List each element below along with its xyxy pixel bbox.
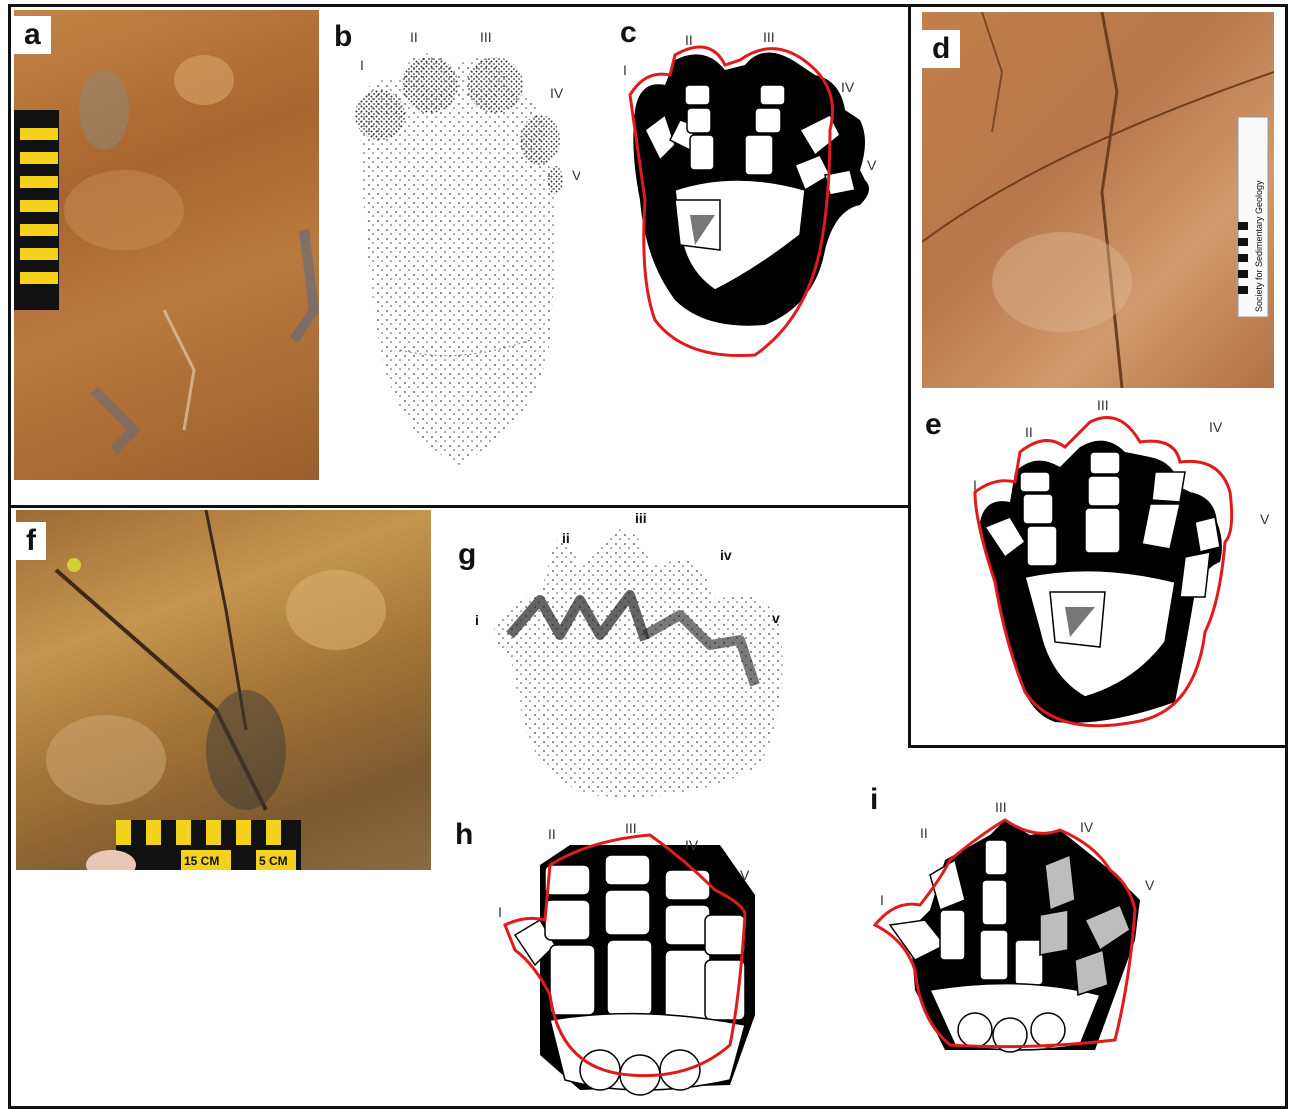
panel-g-digit-3: iii (635, 510, 647, 526)
panel-g-digit-1: i (475, 612, 479, 628)
panel-a-label: a (14, 16, 51, 54)
panel-b-digit-1: I (360, 57, 364, 73)
panel-d-label: d (922, 30, 960, 68)
panel-b-digit-3: III (480, 29, 492, 45)
panel-d-scale-text: Society for Sedimentary Geology (1254, 180, 1264, 312)
panel-e-digit-5: V (1260, 511, 1270, 527)
panel-c-digit-1: I (623, 62, 627, 78)
panel-e-label: e (925, 410, 942, 440)
panel-f-rock-texture: 15 CM 5 CM (16, 510, 431, 870)
panel-g-digit-4: iv (720, 547, 732, 563)
panel-f-photo: 15 CM 5 CM (16, 510, 431, 870)
panel-g-drawing: i ii iii iv v (470, 505, 800, 805)
panel-h-digit-3: III (625, 820, 637, 836)
panel-e-digit-4: IV (1209, 419, 1223, 435)
panel-e-digit-3: III (1097, 397, 1109, 413)
panel-c-digit-3: III (763, 29, 775, 45)
panel-b-drawing: I II III IV V (340, 20, 580, 480)
panel-h-drawing: I II III IV V (490, 815, 780, 1105)
panel-i-digit-3: III (995, 799, 1007, 815)
panel-f-label: f (16, 522, 46, 560)
panel-b-digit-4: IV (550, 85, 564, 101)
panel-f-scale-label-1: 15 CM (184, 854, 219, 868)
panel-h-digit-1: I (498, 904, 502, 920)
panel-i-label: i (870, 785, 878, 815)
panel-a-rock-texture (14, 10, 319, 480)
panel-e-digit-1: I (973, 477, 977, 493)
panel-i-digit-2: II (920, 825, 928, 841)
panel-g-digit-5: v (772, 610, 780, 626)
panel-e-digit-2: II (1025, 424, 1033, 440)
panel-b-label: b (334, 22, 352, 52)
panel-c-digit-2: II (685, 32, 693, 48)
panel-i-digit-1: I (880, 892, 884, 908)
panel-e-drawing: I II III IV V (955, 392, 1285, 737)
panel-a-photo (14, 10, 319, 480)
panel-h-digit-5: V (740, 867, 750, 883)
panel-g-digit-2: ii (562, 530, 570, 546)
panel-h-label: h (455, 820, 473, 850)
panel-i-digit-4: IV (1080, 819, 1094, 835)
panel-i-digit-5: V (1145, 877, 1155, 893)
panel-c-drawing: I II III IV V (615, 20, 895, 365)
panel-i-drawing: I II III IV V (870, 790, 1170, 1060)
panel-b-digit-2: II (410, 29, 418, 45)
panel-h-digit-4: IV (685, 837, 699, 853)
panel-c-label: c (620, 18, 637, 48)
panel-c-digit-4: IV (841, 79, 855, 95)
panel-g-label: g (458, 540, 476, 570)
panel-d-photo: Society for Sedimentary Geology (922, 12, 1274, 388)
panel-c-digit-5: V (867, 157, 877, 173)
panel-h-digit-2: II (548, 826, 556, 842)
panel-b-digit-5: V (572, 167, 580, 183)
panel-f-scale-label-2: 5 CM (259, 854, 288, 868)
panel-d-rock-texture: Society for Sedimentary Geology (922, 12, 1274, 388)
